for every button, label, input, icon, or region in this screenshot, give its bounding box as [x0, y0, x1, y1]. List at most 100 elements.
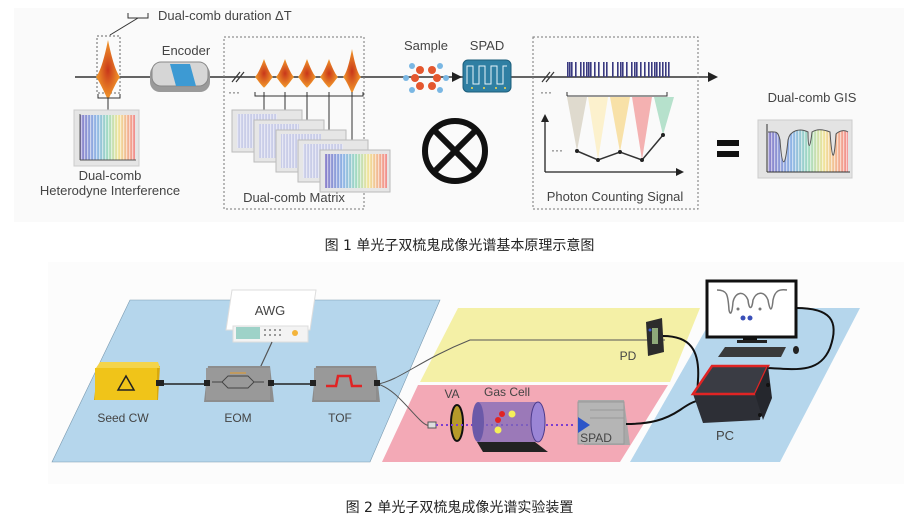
encoder-label: Encoder — [162, 43, 211, 58]
photon-count-bar — [631, 62, 633, 77]
photon-count-bar — [634, 62, 636, 77]
cone — [632, 97, 652, 160]
duration-label: Dual-comb duration ΔT — [158, 8, 292, 23]
cone — [567, 97, 587, 151]
photon-count-bar — [567, 62, 569, 77]
fiber-collimator — [427, 421, 437, 429]
photon-count-bar — [651, 62, 653, 77]
gas-cell — [472, 401, 548, 452]
photon-count-bar — [612, 62, 614, 77]
photon-count-bar — [636, 62, 638, 77]
photon-count-bar — [580, 62, 582, 77]
photon-count-bar — [594, 62, 596, 77]
figure1-background — [14, 8, 904, 222]
pulse-icon — [255, 59, 273, 88]
spad-box-label: SPAD — [580, 431, 612, 445]
awg-label: AWG — [255, 303, 286, 318]
photon-count-bar — [626, 62, 628, 77]
duration-annotation: Dual-comb duration ΔT — [109, 8, 292, 36]
gis-label: Dual-comb GIS — [768, 90, 857, 105]
pulse-icon — [343, 49, 361, 94]
figure1-caption: 图 1 单光子双梳鬼成像光谱基本原理示意图 — [324, 238, 595, 254]
photon-count-bar — [656, 62, 658, 77]
photon-count-bar — [665, 62, 667, 77]
matrix-cards — [231, 109, 391, 193]
monitor-cable — [767, 307, 835, 371]
convolution-operator-icon — [422, 118, 488, 184]
photon-count-bar — [654, 62, 656, 77]
eom-label: EOM — [224, 411, 251, 425]
matrix-card — [319, 149, 391, 193]
seed-cw-laser — [94, 362, 164, 400]
cone — [654, 97, 674, 135]
photon-count-bar — [617, 62, 619, 77]
heterodyne-label-line2: Heterodyne Interference — [40, 183, 180, 198]
gis-spectrum-card — [757, 119, 853, 179]
photon-count-bar — [603, 62, 605, 77]
cone — [588, 97, 608, 160]
photon-count-bar — [569, 62, 571, 77]
variable-attenuator — [450, 404, 464, 442]
figure2-caption: 图 2 单光子双梳鬼成像光谱实验装置 — [345, 500, 574, 516]
photodetector — [646, 318, 664, 356]
photon-count-bar — [640, 62, 642, 77]
photon-count-bar — [668, 62, 670, 77]
photon-count-bar — [586, 62, 588, 77]
sample-label: Sample — [404, 38, 448, 53]
sample-arrow-icon — [452, 72, 462, 82]
break-mark — [231, 71, 245, 83]
photon-bars — [567, 62, 670, 77]
pc-label: PC — [716, 428, 734, 443]
eom-modulator — [204, 366, 274, 402]
keyboard — [718, 347, 786, 357]
photon-count-bar — [648, 62, 650, 77]
spad-detector-icon — [462, 59, 512, 93]
photon-count-bar — [606, 62, 608, 77]
monitor — [705, 279, 798, 343]
seed-cw-label: Seed CW — [97, 411, 149, 425]
matrix-box — [223, 36, 365, 210]
photon-count-bar — [622, 62, 624, 77]
equals-icon — [717, 140, 739, 157]
va-label: VA — [444, 387, 459, 401]
photon-count-bar — [588, 62, 590, 77]
photon-count-bar — [620, 62, 622, 77]
signal-ellipsis: ··· — [551, 143, 563, 157]
heterodyne-label-line1: Dual-comb — [79, 168, 142, 183]
break-mark-2 — [541, 71, 555, 83]
tof-label: TOF — [328, 411, 352, 425]
sample-molecule-icon — [403, 63, 449, 93]
pulse-icon — [298, 59, 316, 88]
fiber-to-pd — [377, 339, 665, 385]
photon-count-bar — [571, 62, 573, 77]
yellow-plane — [420, 308, 700, 382]
photon-count-bar — [590, 62, 592, 77]
spad-detector — [577, 400, 630, 445]
photon-count-bar — [583, 62, 585, 77]
photon-cones — [567, 97, 674, 160]
pulse-train — [255, 49, 361, 94]
single-pulse-icon — [96, 40, 120, 100]
awg-cable — [259, 341, 273, 369]
tof-filter — [310, 366, 380, 402]
photon-count-bar — [575, 62, 577, 77]
photon-ellipsis: ··· — [540, 85, 552, 99]
laser-warning-icon — [116, 374, 136, 391]
spad-label: SPAD — [470, 38, 504, 53]
photon-count-bar — [644, 62, 646, 77]
gas-cell-label: Gas Cell — [484, 385, 530, 399]
beam-arrow-icon — [708, 72, 718, 82]
photon-counting-box — [532, 36, 699, 210]
matrix-label: Dual-comb Matrix — [243, 190, 345, 205]
pc-tower — [690, 364, 772, 423]
pd-label: PD — [620, 349, 637, 363]
heterodyne-spectrum-card — [73, 109, 140, 167]
pulse-icon — [276, 59, 294, 88]
encoder-icon — [150, 61, 210, 92]
photon-counting-label: Photon Counting Signal — [547, 189, 684, 204]
cone — [610, 97, 630, 152]
pulse-icon — [320, 59, 338, 88]
matrix-ellipsis: ··· — [228, 85, 240, 99]
mouse — [793, 346, 799, 354]
